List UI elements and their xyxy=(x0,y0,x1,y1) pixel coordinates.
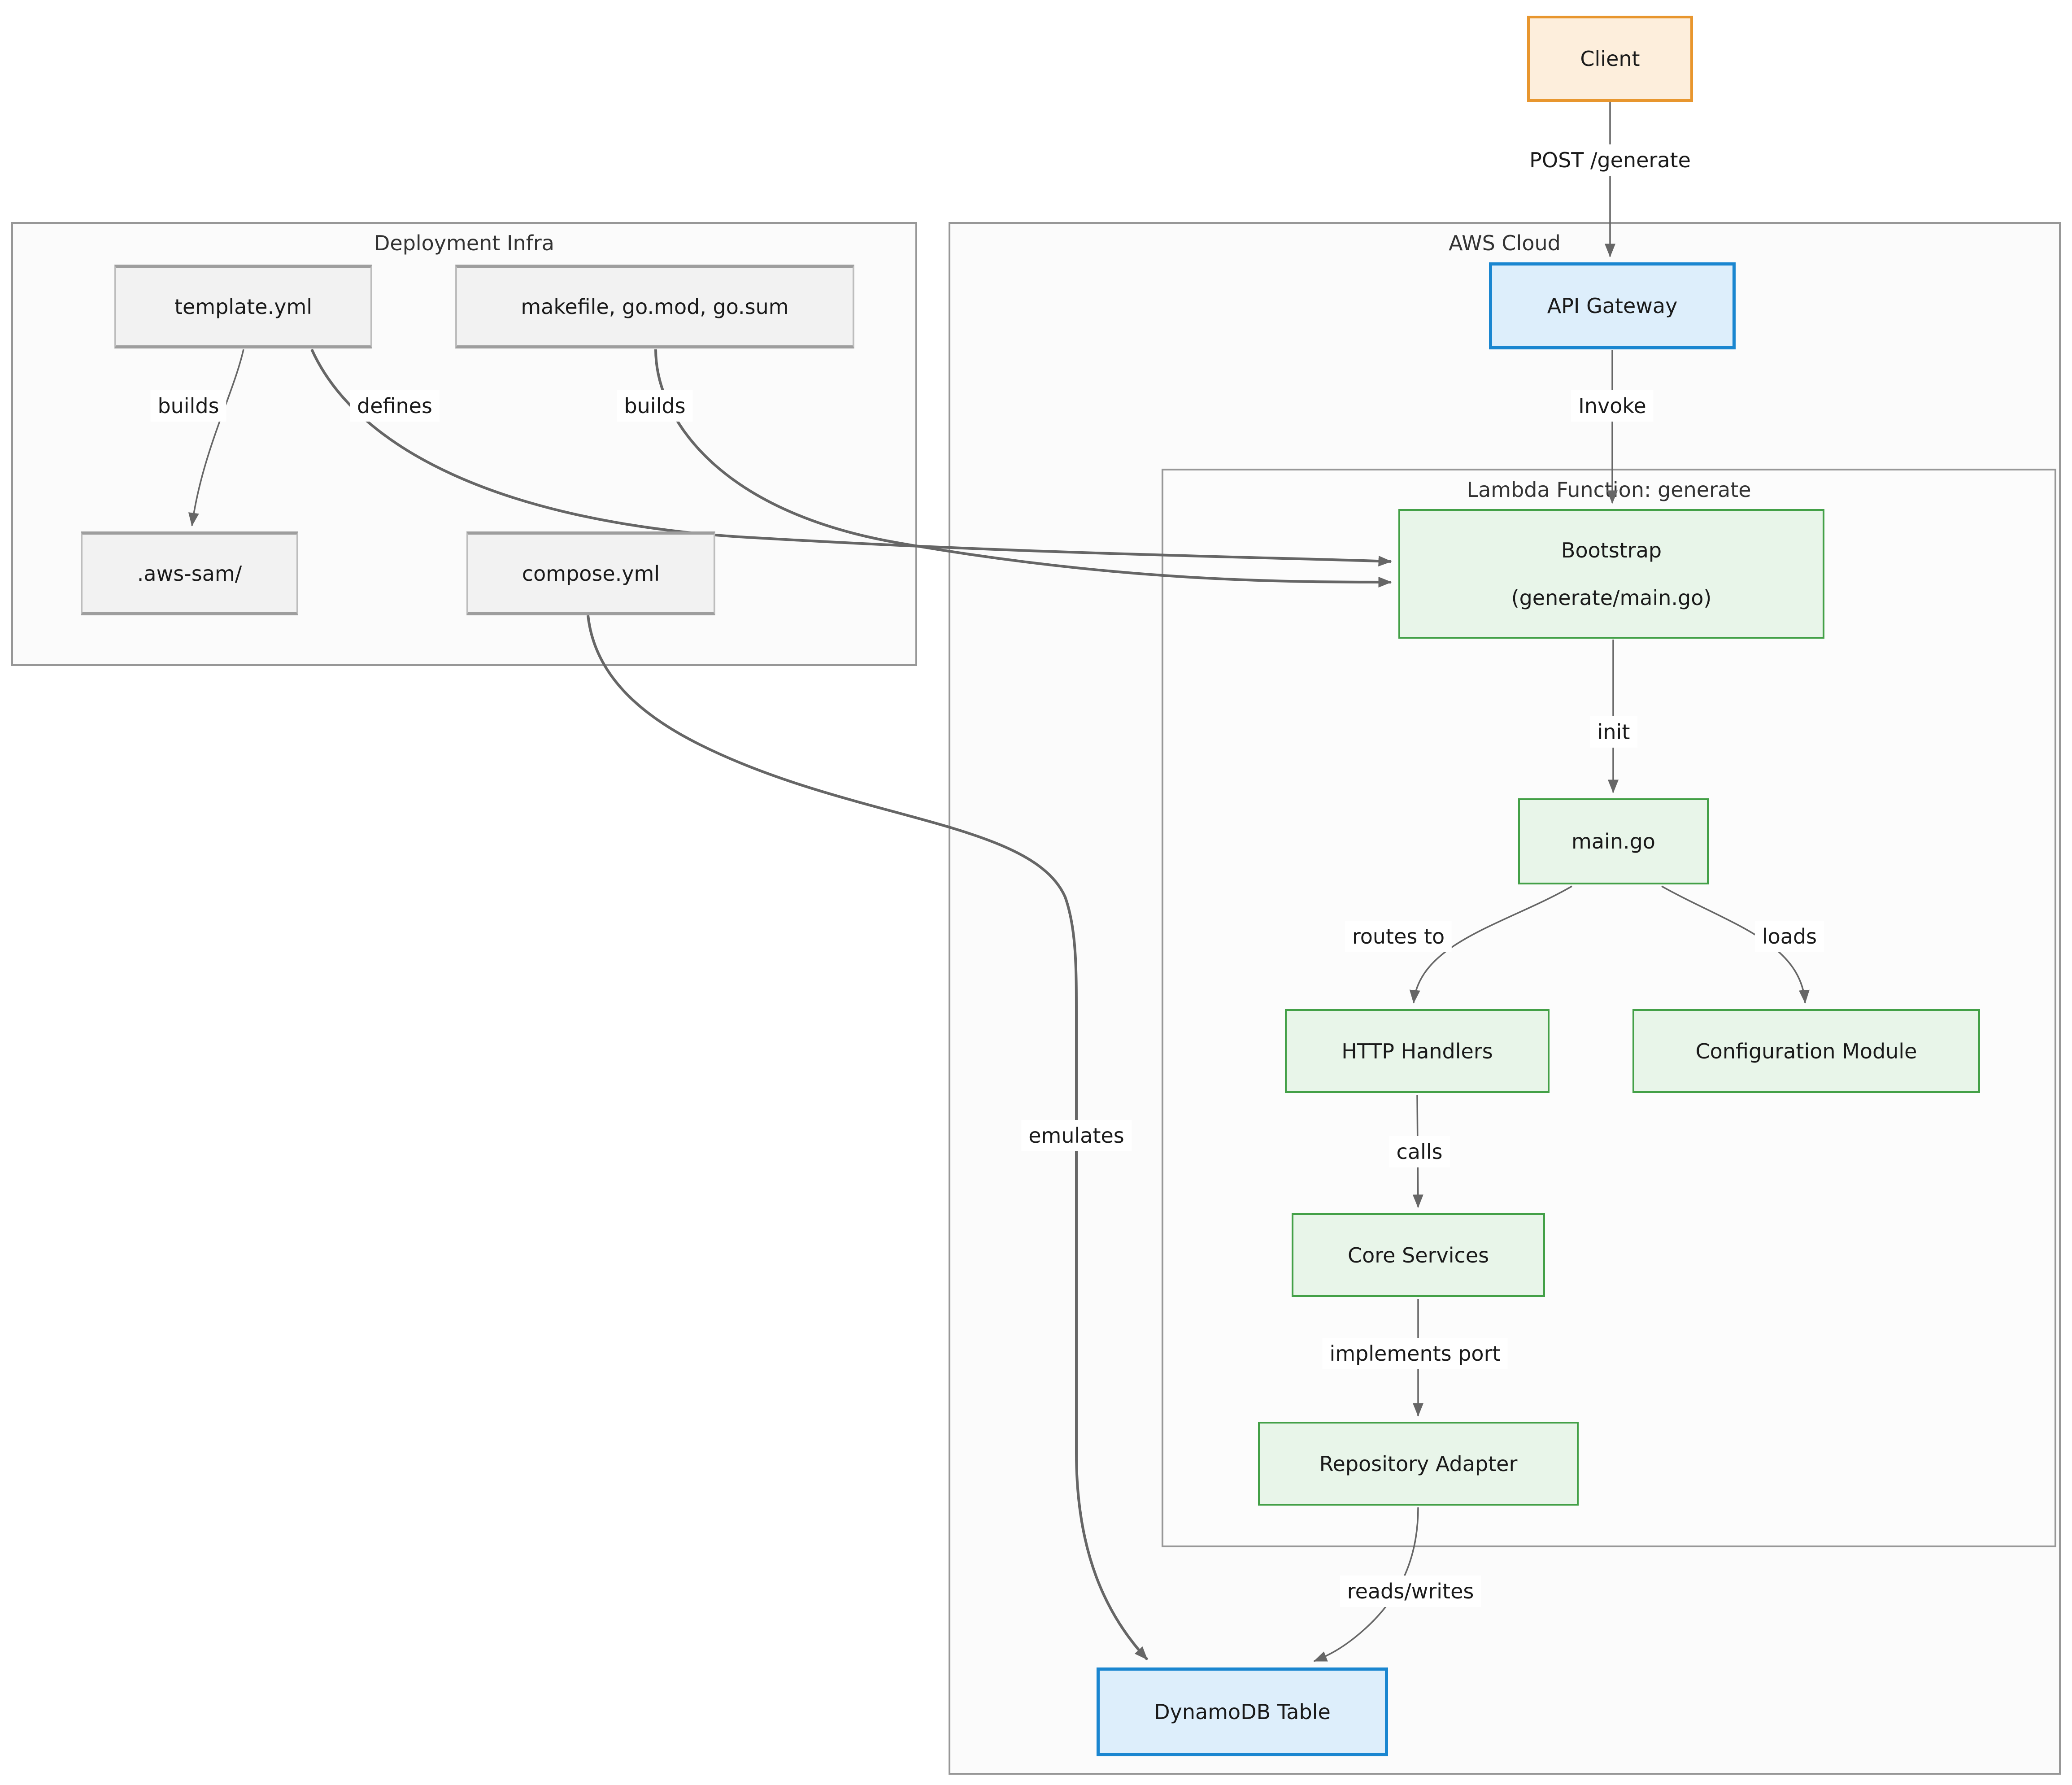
edge-label-reads-writes: reads/writes xyxy=(1340,1576,1481,1607)
edge-compose-dynamodb-emulates xyxy=(587,615,1149,1661)
node-dynamodb-table-label: DynamoDB Table xyxy=(1154,1700,1331,1724)
node-repository-adapter-label: Repository Adapter xyxy=(1319,1451,1518,1476)
cluster-title-deployment-infra: Deployment Infra xyxy=(374,231,554,255)
node-main-go-label: main.go xyxy=(1571,829,1655,853)
edge-label-invoke: Invoke xyxy=(1571,390,1654,422)
edge-label-emulates: emulates xyxy=(1021,1120,1132,1151)
node-makefile-label: makefile, go.mod, go.sum xyxy=(521,294,789,319)
node-configuration-module-label: Configuration Module xyxy=(1695,1039,1917,1063)
edge-label-builds-bootstrap: builds xyxy=(617,390,693,422)
node-aws-sam-label: .aws-sam/ xyxy=(137,561,242,586)
edge-makefile-bootstrap-builds xyxy=(654,349,1392,588)
edge-label-calls: calls xyxy=(1389,1136,1450,1167)
node-bootstrap-label-line2: (generate/main.go) xyxy=(1511,585,1712,610)
node-configuration-module: Configuration Module xyxy=(1632,1009,1980,1093)
edge-label-init: init xyxy=(1590,716,1637,748)
edge-repoadapter-dynamodb xyxy=(1313,1507,1419,1662)
node-template-yml: template.yml xyxy=(114,265,372,348)
cluster-title-aws-cloud: AWS Cloud xyxy=(1449,231,1561,255)
node-http-handlers: HTTP Handlers xyxy=(1285,1009,1550,1093)
node-makefile-gomod-gosum: makefile, go.mod, go.sum xyxy=(455,265,854,348)
node-bootstrap-label-line1: Bootstrap xyxy=(1561,538,1662,562)
node-core-services-label: Core Services xyxy=(1347,1243,1489,1267)
node-template-yml-label: template.yml xyxy=(174,294,313,319)
node-repository-adapter: Repository Adapter xyxy=(1258,1422,1579,1506)
cluster-lambda-function: Lambda Function: generate xyxy=(1162,469,2056,1547)
node-api-gateway-label: API Gateway xyxy=(1547,294,1678,318)
node-compose-yml-label: compose.yml xyxy=(522,561,660,586)
node-main-go: main.go xyxy=(1518,798,1709,884)
edge-label-routes-to: routes to xyxy=(1345,921,1452,952)
edge-label-implements-port: implements port xyxy=(1322,1338,1508,1369)
node-bootstrap: Bootstrap (generate/main.go) xyxy=(1398,509,1824,639)
node-client: Client xyxy=(1527,16,1693,102)
node-core-services: Core Services xyxy=(1292,1213,1545,1297)
edge-label-post-generate: POST /generate xyxy=(1522,144,1698,176)
edge-label-defines: defines xyxy=(350,390,440,422)
edge-label-loads: loads xyxy=(1754,921,1824,952)
node-dynamodb-table: DynamoDB Table xyxy=(1097,1667,1388,1756)
node-http-handlers-label: HTTP Handlers xyxy=(1341,1039,1493,1063)
edge-template-awssam xyxy=(188,349,244,527)
node-api-gateway: API Gateway xyxy=(1489,262,1736,349)
node-aws-sam: .aws-sam/ xyxy=(81,531,298,615)
node-compose-yml: compose.yml xyxy=(466,531,715,615)
edge-template-bootstrap-defines xyxy=(310,348,1392,567)
edge-label-builds-sam: builds xyxy=(150,390,226,422)
edge-maingo-httphandlers xyxy=(1409,885,1572,1004)
node-client-label: Client xyxy=(1580,47,1640,71)
